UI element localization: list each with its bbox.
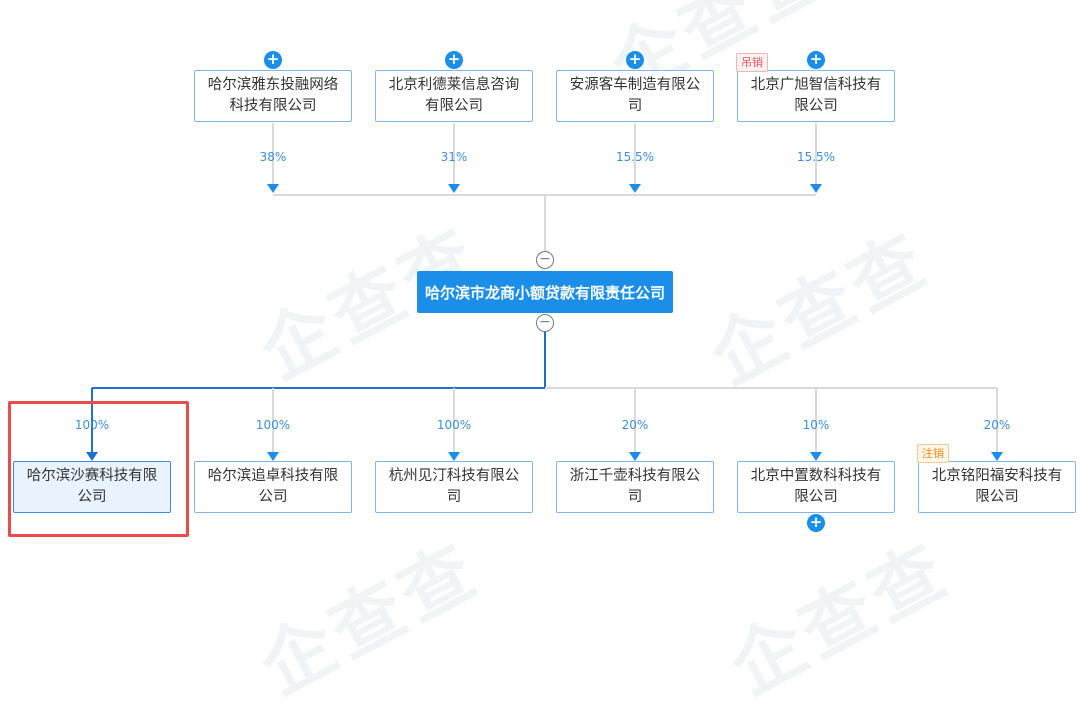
connector-lines bbox=[86, 123, 1003, 461]
subsidiary-name: 浙江千壶科技有限公司 bbox=[570, 466, 701, 508]
shareholder-node[interactable]: 哈尔滨雅东投融网络科技有限公司 bbox=[194, 70, 352, 122]
subsidiary-name-line1: 杭州见汀科技有限公 bbox=[388, 468, 520, 484]
target-company-name: 哈尔滨市龙商小额贷款有限责任公司 bbox=[424, 283, 665, 302]
arrow-down-icon bbox=[629, 452, 641, 461]
target-company-node[interactable]: 哈尔滨市龙商小额贷款有限责任公司 bbox=[417, 271, 673, 313]
subsidiary-node[interactable]: 浙江千壶科技有限公司 bbox=[556, 461, 714, 513]
subsidiary-node[interactable]: 北京铭阳福安科技有限公司 bbox=[918, 461, 1076, 513]
subsidiary-percent: 100% bbox=[436, 418, 472, 432]
subsidiary-name: 北京中置数科科技有限公司 bbox=[751, 466, 882, 508]
subsidiary-name-line2: 司 bbox=[446, 489, 462, 505]
status-badge: 吊销 bbox=[736, 53, 768, 72]
shareholder-name: 北京利德莱信息咨询有限公司 bbox=[389, 75, 520, 117]
arrow-down-icon bbox=[629, 184, 641, 193]
shareholder-percent: 15.5% bbox=[615, 150, 655, 164]
shareholder-name-line1: 北京广旭智信科技有 bbox=[750, 77, 882, 93]
status-badge: 注销 bbox=[917, 444, 949, 463]
subsidiary-name: 哈尔滨追卓科技有限公司 bbox=[208, 466, 339, 508]
expand-shareholder-icon[interactable]: + bbox=[445, 51, 463, 69]
shareholder-node[interactable]: 安源客车制造有限公司 bbox=[556, 70, 714, 122]
expand-shareholder-icon[interactable]: + bbox=[807, 51, 825, 69]
shareholder-name-line1: 哈尔滨雅东投融网络 bbox=[207, 77, 339, 93]
subsidiary-name: 杭州见汀科技有限公司 bbox=[389, 466, 520, 508]
collapse-subsidiaries-icon[interactable]: − bbox=[536, 314, 554, 332]
arrow-down-icon bbox=[810, 452, 822, 461]
expand-shareholder-icon[interactable]: + bbox=[264, 51, 282, 69]
shareholder-node[interactable]: 北京利德莱信息咨询有限公司 bbox=[375, 70, 533, 122]
subsidiary-node[interactable]: 杭州见汀科技有限公司 bbox=[375, 461, 533, 513]
shareholder-name: 安源客车制造有限公司 bbox=[570, 75, 701, 117]
subsidiary-percent: 20% bbox=[621, 418, 649, 432]
shareholder-name: 北京广旭智信科技有限公司 bbox=[751, 75, 882, 117]
expand-subsidiary-icon[interactable]: + bbox=[807, 514, 825, 532]
subsidiary-name: 哈尔滨沙赛科技有限公司 bbox=[27, 466, 158, 508]
shareholder-name-line2: 有限公司 bbox=[425, 98, 483, 114]
subsidiary-percent: 100% bbox=[74, 418, 110, 432]
arrow-down-icon bbox=[86, 452, 98, 461]
subsidiary-name-line2: 限公司 bbox=[975, 489, 1019, 505]
collapse-shareholders-icon[interactable]: − bbox=[536, 251, 554, 269]
subsidiary-name-line2: 司 bbox=[627, 489, 643, 505]
shareholder-name-line2: 科技有限公司 bbox=[229, 98, 317, 114]
highlight-box bbox=[8, 401, 189, 537]
arrow-down-icon bbox=[810, 184, 822, 193]
shareholder-percent: 31% bbox=[440, 150, 468, 164]
shareholder-name-line2: 司 bbox=[627, 98, 643, 114]
subsidiary-name-line1: 北京铭阳福安科技有 bbox=[931, 468, 1063, 484]
shareholder-percent: 38% bbox=[259, 150, 287, 164]
shareholder-percent: 15.5% bbox=[796, 150, 836, 164]
subsidiary-node[interactable]: 哈尔滨沙赛科技有限公司 bbox=[13, 461, 171, 513]
subsidiary-name: 北京铭阳福安科技有限公司 bbox=[932, 466, 1063, 508]
subsidiary-name-line1: 浙江千壶科技有限公 bbox=[569, 468, 701, 484]
arrow-down-icon bbox=[448, 452, 460, 461]
arrow-down-icon bbox=[448, 184, 460, 193]
subsidiary-percent: 100% bbox=[255, 418, 291, 432]
subsidiary-node[interactable]: 北京中置数科科技有限公司 bbox=[737, 461, 895, 513]
shareholder-name-line1: 北京利德莱信息咨询 bbox=[388, 77, 520, 93]
subsidiary-node[interactable]: 哈尔滨追卓科技有限公司 bbox=[194, 461, 352, 513]
subsidiary-name-line2: 公司 bbox=[258, 489, 288, 505]
subsidiary-percent: 10% bbox=[802, 418, 830, 432]
shareholder-name: 哈尔滨雅东投融网络科技有限公司 bbox=[208, 75, 339, 117]
arrow-down-icon bbox=[267, 452, 279, 461]
expand-shareholder-icon[interactable]: + bbox=[626, 51, 644, 69]
subsidiary-name-line1: 哈尔滨追卓科技有限 bbox=[207, 468, 339, 484]
subsidiary-name-line2: 公司 bbox=[77, 489, 107, 505]
shareholder-node[interactable]: 北京广旭智信科技有限公司 bbox=[737, 70, 895, 122]
arrow-down-icon bbox=[267, 184, 279, 193]
subsidiary-percent: 20% bbox=[983, 418, 1011, 432]
subsidiary-name-line1: 北京中置数科科技有 bbox=[750, 468, 882, 484]
subsidiary-name-line2: 限公司 bbox=[794, 489, 838, 505]
equity-structure-diagram: 企查查 企查查 企查查 企查查 企查查 哈尔滨雅东投融网络科技有限公司+38%北… bbox=[8, 0, 1076, 710]
shareholder-name-line2: 限公司 bbox=[794, 98, 838, 114]
subsidiary-name-line1: 哈尔滨沙赛科技有限 bbox=[26, 468, 158, 484]
arrow-down-icon bbox=[991, 452, 1003, 461]
shareholder-name-line1: 安源客车制造有限公 bbox=[569, 77, 701, 93]
